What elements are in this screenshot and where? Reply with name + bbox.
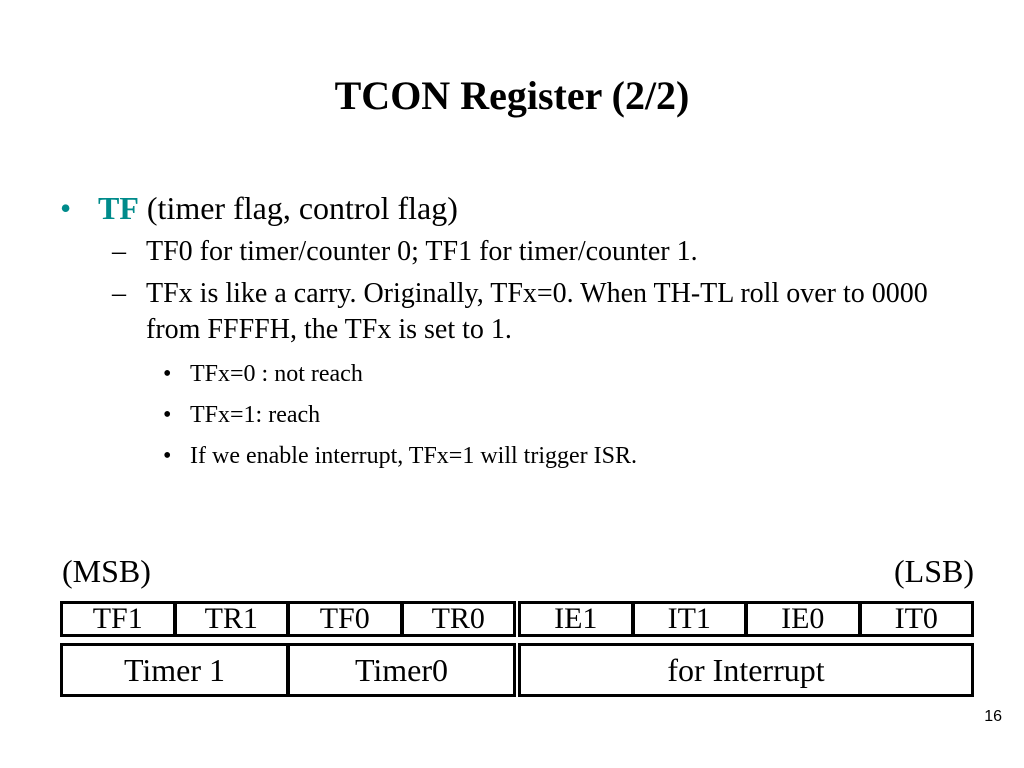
sub-sub-bullet-text: If we enable interrupt, TFx=1 will trigg…: [190, 443, 637, 469]
low-nibble: IE1 IT1 IE0 IT0: [518, 601, 974, 637]
bit-tr0: TR0: [399, 604, 514, 634]
register-bits-row: TF1 TR1 TF0 TR0 IE1 IT1 IE0 IT0: [60, 601, 974, 637]
dash-marker: –: [112, 278, 126, 309]
bit-it0: IT0: [857, 604, 972, 634]
group-interrupt: for Interrupt: [667, 652, 825, 688]
group-timer0: Timer0: [354, 652, 449, 688]
lsb-label: (LSB): [894, 553, 974, 589]
sub-bullet-1: – TF0 for timer/counter 0; TF1 for timer…: [60, 234, 960, 270]
register-groups-row: Timer 1 Timer0 for Interrupt: [60, 643, 974, 697]
bit-it1: IT1: [630, 604, 745, 634]
interrupt-group: for Interrupt: [518, 643, 974, 697]
bullet-marker: •: [60, 190, 72, 226]
bit-ie1: IE1: [554, 602, 598, 635]
dot-marker: •: [163, 361, 172, 387]
bullet-text: (timer flag, control flag): [138, 190, 458, 226]
bit-tr1: TR1: [172, 604, 287, 634]
sub-sub-bullet-3: • If we enable interrupt, TFx=1 will tri…: [60, 441, 960, 471]
high-nibble: TF1 TR1 TF0 TR0: [60, 601, 516, 637]
bit-tf0: TF0: [286, 604, 400, 634]
bullet-tf: • TF (timer flag, control flag): [60, 188, 960, 228]
bit-tf1: TF1: [92, 602, 143, 635]
bit-ie0: IE0: [744, 604, 858, 634]
timer-group: Timer 1 Timer0: [60, 643, 516, 697]
sub-sub-bullet-2: • TFx=1: reach: [60, 400, 960, 430]
sub-bullet-text: TF0 for timer/counter 0; TF1 for timer/c…: [146, 236, 698, 267]
bullet-keyword: TF: [98, 190, 139, 226]
dot-marker: •: [163, 402, 172, 428]
dot-marker: •: [163, 443, 172, 469]
sub-sub-bullet-text: TFx=1: reach: [190, 402, 321, 428]
bullet-list: • TF (timer flag, control flag) – TF0 for…: [60, 188, 960, 471]
sub-bullet-2: – TFx is like a carry. Originally, TFx=0…: [60, 276, 960, 348]
group-timer1: Timer 1: [63, 646, 290, 694]
sub-sub-bullet-1: • TFx=0 : not reach: [60, 359, 960, 389]
sub-bullet-text: TFx is like a carry. Originally, TFx=0. …: [146, 278, 928, 345]
msb-label: (MSB): [62, 553, 151, 589]
dash-marker: –: [112, 236, 126, 267]
sub-sub-bullet-text: TFx=0 : not reach: [190, 361, 363, 387]
page-number: 16: [984, 708, 1002, 725]
slide-title: TCON Register (2/2): [334, 73, 690, 118]
